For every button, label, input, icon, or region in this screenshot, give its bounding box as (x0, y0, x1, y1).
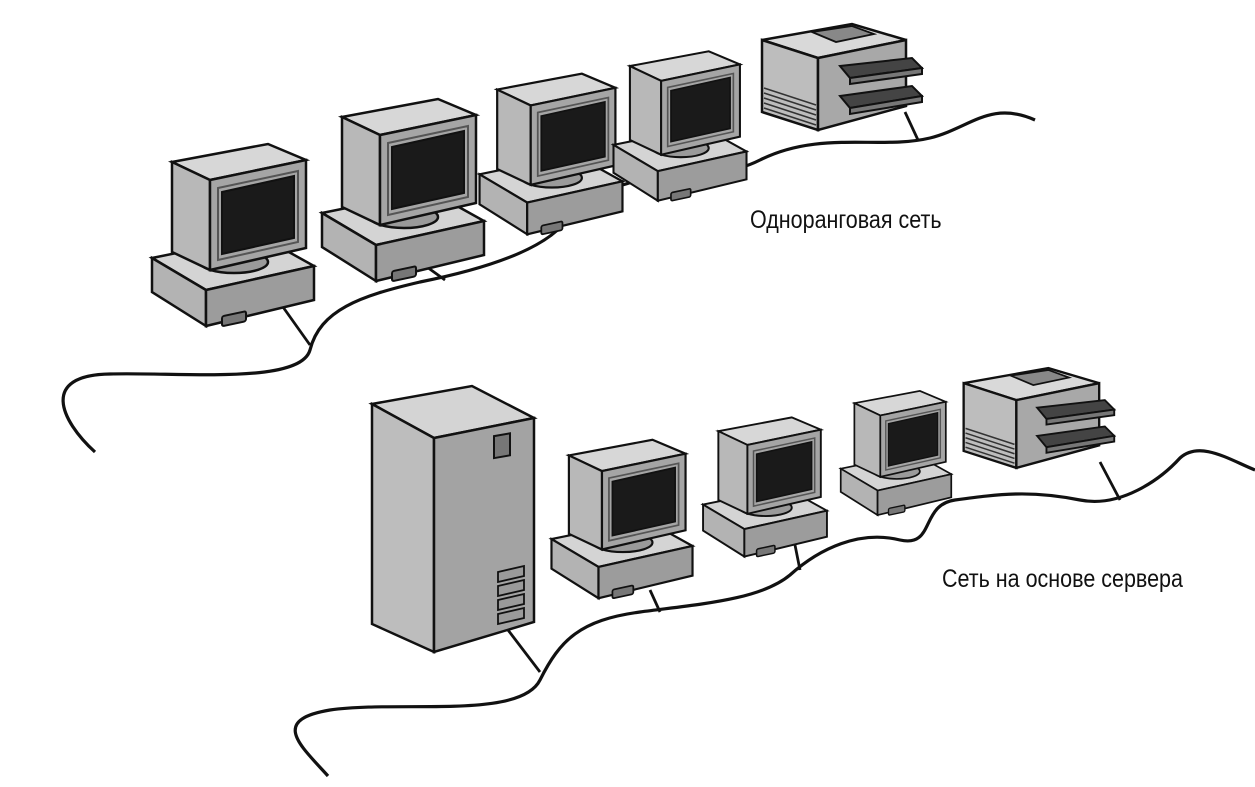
workstation-3 (839, 390, 953, 517)
printer (760, 22, 924, 132)
workstation-2 (320, 97, 486, 283)
printer (962, 366, 1116, 470)
workstation-4 (612, 50, 748, 202)
workstation-1 (550, 438, 694, 600)
server-tower (370, 384, 536, 654)
peer-network (61, 22, 1036, 454)
workstation-2 (702, 416, 828, 558)
server-network (293, 366, 1255, 778)
workstation-3 (478, 72, 624, 236)
server-network-cable (293, 449, 1255, 778)
workstation-1 (150, 142, 316, 328)
peer-network-label: Одноранговая сеть (750, 206, 942, 234)
server-network-label: Сеть на основе сервера (942, 565, 1183, 593)
